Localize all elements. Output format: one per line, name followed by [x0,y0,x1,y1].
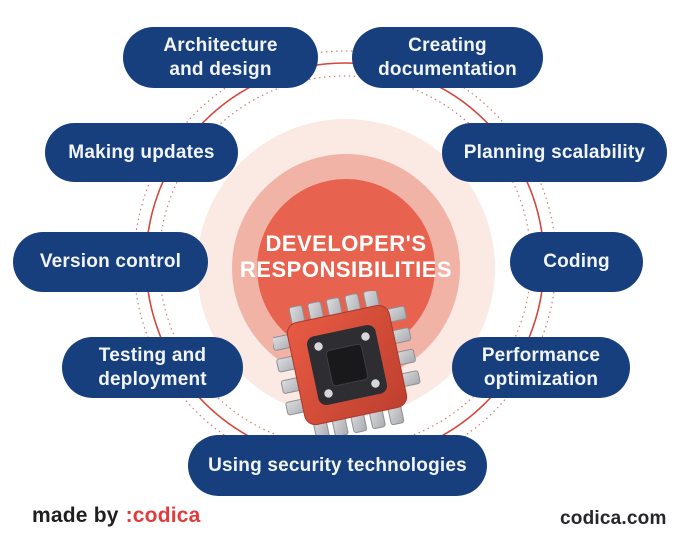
microchip-icon [273,291,421,439]
bubble-testing-and-deployment: Testing and deployment [62,337,243,398]
bubble-making-updates: Making updates [45,123,238,182]
made-by-line: made by :codica [32,504,201,528]
codica-logo: :codica [125,504,201,527]
website-url: codica.com [560,508,667,529]
bubble-coding: Coding [510,232,643,292]
bubble-creating-documentation: Creating documentation [352,27,543,88]
bubble-architecture-and-design: Architecture and design [123,27,318,88]
bubble-version-control: Version control [13,232,208,292]
bubble-using-security-technologies: Using security technologies [188,435,487,496]
made-by-label: made by [32,504,119,527]
bubble-performance-optimization: Performance optimization [452,337,630,398]
microchip-group [273,291,421,439]
bubble-planning-scalability: Planning scalability [442,123,667,182]
diagram-title: DEVELOPER'S RESPONSIBILITIES [239,231,453,282]
